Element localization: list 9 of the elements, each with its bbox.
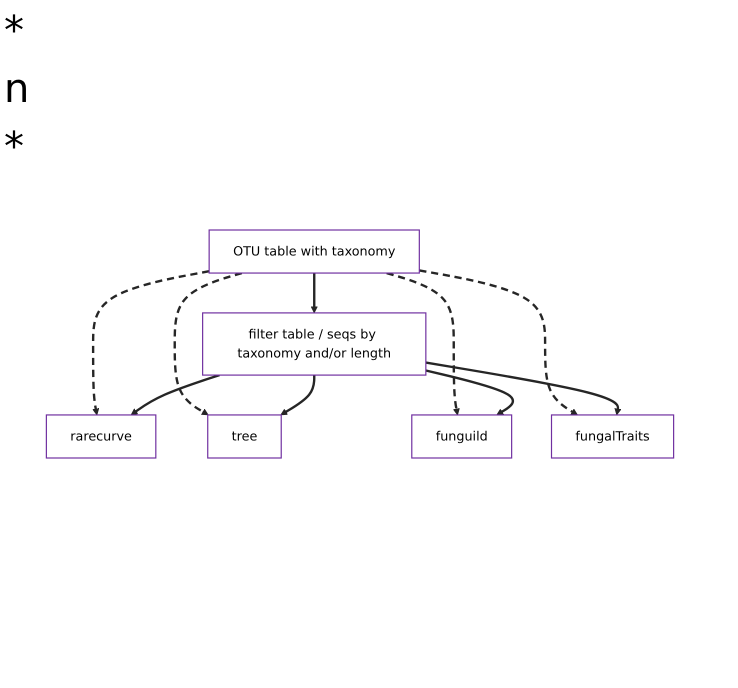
- process-box: rarecurve: [46, 414, 156, 459]
- process-box: fungalTraits: [550, 414, 674, 459]
- process-box: filter table / seqs by taxonomy and/or length: [202, 312, 426, 376]
- note-text: n: [4, 66, 30, 112]
- process-box: tree: [207, 414, 282, 459]
- process-box: OTU table with taxonomy: [208, 229, 420, 274]
- note-text: *: [4, 124, 25, 170]
- note-text: *: [4, 8, 25, 54]
- process-box: funguild: [411, 414, 512, 459]
